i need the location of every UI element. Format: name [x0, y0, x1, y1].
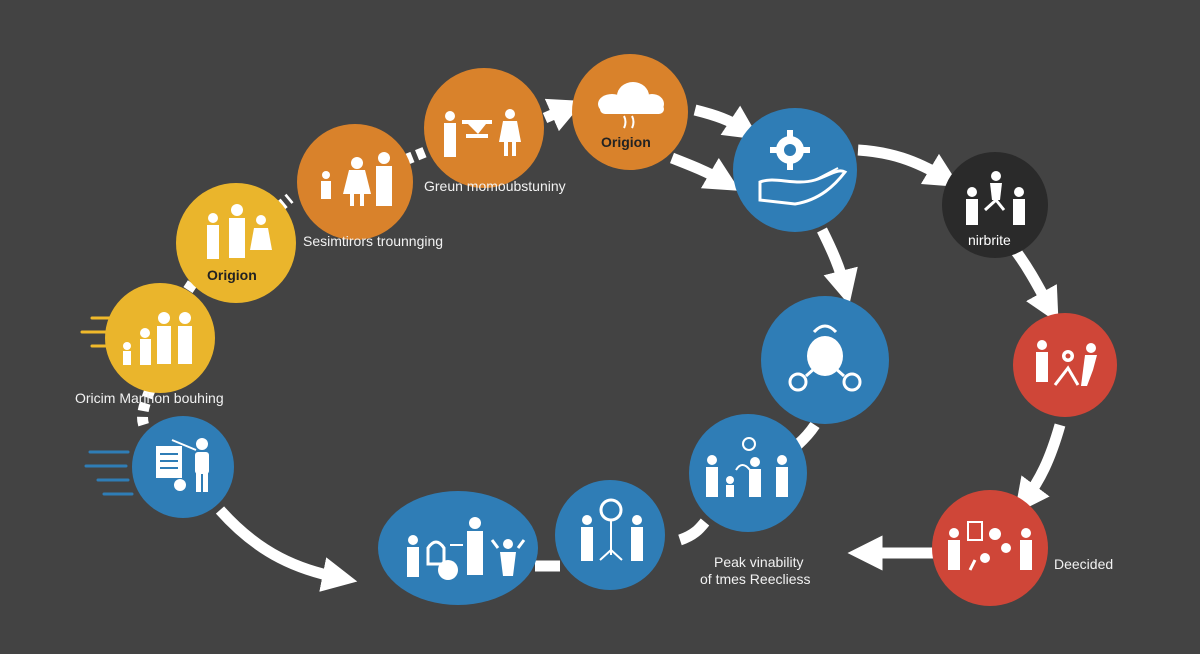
people-network-icon — [966, 171, 1025, 225]
label-n3-inner: Origion — [207, 267, 257, 283]
label-n8-inner: nirbrite — [968, 232, 1011, 248]
motion-lines-blue — [84, 450, 134, 496]
people-lightbulb-icon — [581, 498, 643, 561]
node-n14 — [378, 491, 538, 605]
arrow-n1-n14 — [215, 506, 358, 592]
node-n11 — [689, 414, 807, 532]
arrow-n8-n9 — [1010, 246, 1059, 324]
arrow-n13-n14 — [678, 518, 710, 546]
node-n10 — [932, 490, 1048, 606]
node-n6 — [572, 54, 688, 170]
arrow-n5-n6 — [542, 98, 585, 132]
arrow-n6-n7-top — [693, 104, 760, 140]
node-n7 — [733, 108, 857, 232]
node-n8 — [942, 152, 1048, 258]
label-n4: Sesimtirors trounnging — [303, 233, 444, 249]
link-n4-n5 — [402, 144, 433, 166]
node-n9 — [1013, 313, 1117, 417]
node-n3 — [176, 183, 296, 303]
document-person-icon — [156, 438, 209, 492]
label-n5: Greun momoubstuniny — [424, 178, 566, 194]
link-n2-n3 — [183, 274, 201, 294]
hand-gear-icon — [758, 130, 848, 206]
node-n12 — [761, 296, 889, 424]
arrow-n7-n8 — [857, 144, 961, 188]
label-n2: Oricim Marihon bouhing — [75, 390, 224, 406]
label-n6-inner: Origion — [601, 134, 651, 150]
node-n2 — [105, 283, 215, 393]
label-n13-line2: of tmes Reecliess — [700, 571, 811, 587]
family-group-icon — [321, 152, 392, 206]
connector-arrows — [137, 98, 1066, 592]
cloud-rain-icon — [598, 82, 664, 129]
arrow-n9-n10 — [1014, 423, 1066, 515]
head-network-icon — [788, 324, 862, 392]
people-table-icon — [444, 109, 521, 157]
label-n10: Deecided — [1054, 556, 1114, 572]
arrow-n7-n12 — [817, 227, 858, 306]
link-n1-n2 — [137, 387, 156, 433]
label-n13: Peak vinability of tmes Reecliess — [700, 554, 810, 588]
arrow-n6-n7-bottom — [670, 152, 741, 191]
node-n1 — [132, 416, 234, 518]
label-n13-line1: Peak vinability — [714, 554, 804, 570]
people-gears-icon — [1036, 340, 1097, 386]
people-gears-icon — [948, 521, 1032, 571]
family-network-icon — [706, 437, 788, 497]
family-group-icon — [207, 204, 272, 259]
family-group-icon — [123, 312, 192, 365]
node-n13 — [555, 480, 665, 590]
node-n4 — [297, 124, 413, 240]
people-interaction-icon — [407, 517, 526, 580]
node-n5 — [424, 68, 544, 188]
